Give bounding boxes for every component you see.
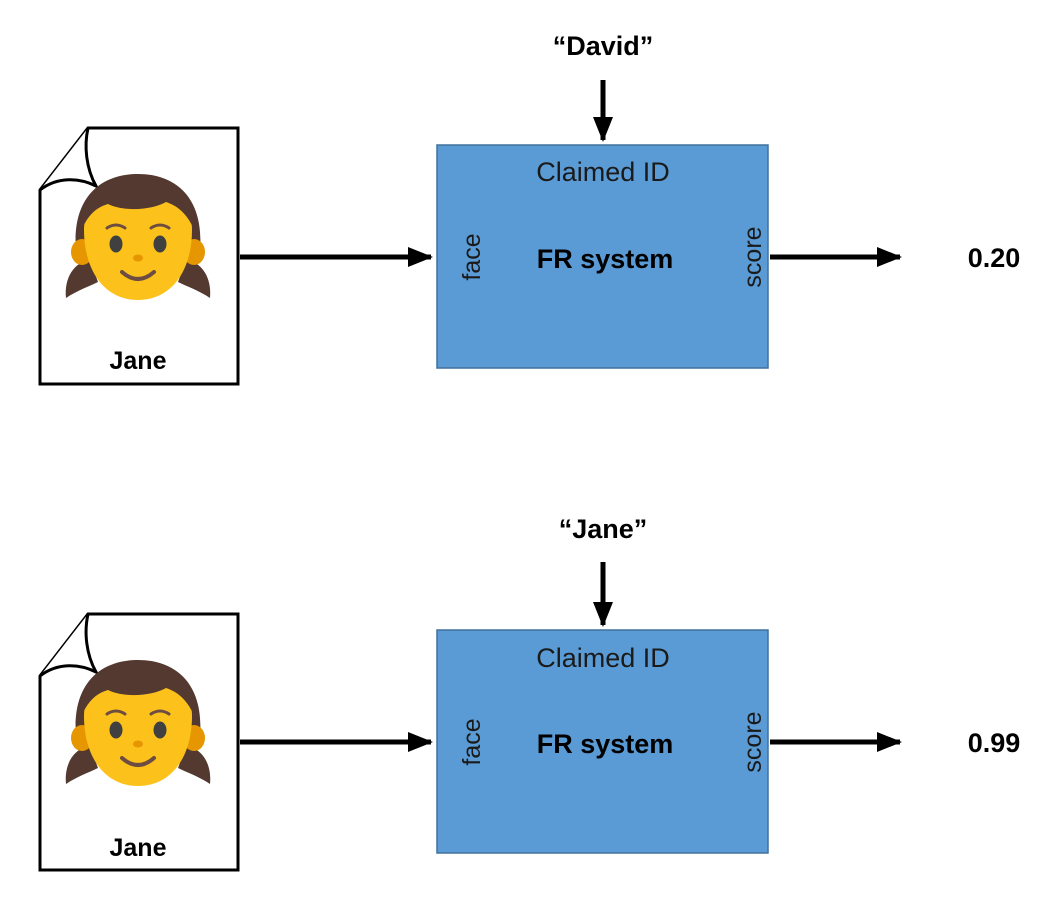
claimed-id-value: “Jane” [559,514,648,544]
claimed-id-port-label: Claimed ID [536,157,670,187]
claimed-id-value: “David” [553,31,654,61]
photo-name-label: Jane [110,834,167,862]
fr-system-box-rect [436,629,769,854]
verification-row-2: Jane “Jane” Claimed ID FR system face sc… [38,514,1021,872]
score-port-label: score [739,226,767,287]
photo-card: Jane [38,612,240,872]
page-curl [39,613,100,678]
fr-system-label: FR system [537,729,674,759]
claimed-id-port-label: Claimed ID [536,643,670,673]
fr-system-box: Claimed ID FR system face score [436,144,769,369]
page-curl [39,127,100,192]
photo-card: Jane [38,126,240,386]
face-port-label: face [458,233,486,280]
fr-system-box: Claimed ID FR system face score [436,629,769,854]
score-value: 0.99 [968,728,1021,758]
fr-system-label: FR system [537,244,674,274]
face-port-label: face [458,718,486,765]
fr-system-box-rect [436,144,769,369]
verification-row-1: Jane “David” Claimed ID FR system face s… [38,31,1021,386]
score-value: 0.20 [968,243,1021,273]
photo-name-label: Jane [110,347,167,375]
score-port-label: score [739,711,767,772]
